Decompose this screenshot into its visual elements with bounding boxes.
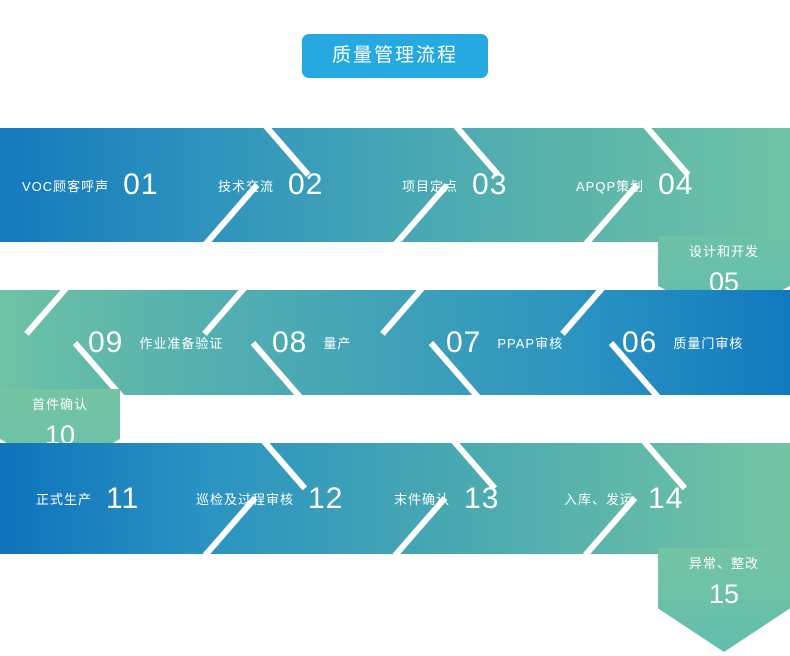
step-label: 设计和开发 xyxy=(688,244,759,259)
step-label: 作业准备验证 xyxy=(139,336,224,351)
process-step-13[interactable]: 末件确认 13 xyxy=(394,443,499,554)
process-step-02[interactable]: 技术交流 02 xyxy=(218,128,323,242)
process-row-2: 06 质量门审核 07 PPAP审核 08 量产 09 作业准备验证 xyxy=(0,290,790,395)
process-step-14[interactable]: 入库、发运 14 xyxy=(564,443,683,554)
title-bar: 质量管理流程 xyxy=(0,34,790,78)
step-label: 项目定点 xyxy=(402,178,459,194)
process-step-09[interactable]: 09 作业准备验证 xyxy=(88,290,223,395)
step-label: 技术交流 xyxy=(218,178,275,194)
process-step-04[interactable]: APQP策划 04 xyxy=(576,128,694,242)
row-2-background xyxy=(0,290,790,395)
step-number: 07 xyxy=(446,325,482,359)
process-step-15[interactable]: 异常、整改 15 xyxy=(658,548,790,652)
step-number: 11 xyxy=(106,481,140,515)
process-step-07[interactable]: 07 PPAP审核 xyxy=(446,290,563,395)
step-label: PPAP审核 xyxy=(497,336,564,351)
step-label: 正式生产 xyxy=(36,492,93,507)
step-label: 巡检及过程审核 xyxy=(196,492,295,507)
process-step-08[interactable]: 08 量产 xyxy=(272,290,351,395)
step-label: 末件确认 xyxy=(394,492,451,507)
step-number: 15 xyxy=(708,579,740,609)
step-label: APQP策划 xyxy=(576,178,645,194)
step-number: 02 xyxy=(288,168,324,201)
step-label: 首件确认 xyxy=(31,397,88,412)
step-label: 入库、发运 xyxy=(564,492,635,507)
process-row-1: VOC顾客呼声 01 技术交流 02 项目定点 03 APQP策划 04 xyxy=(0,128,790,242)
step-number: 01 xyxy=(123,168,159,201)
process-step-11[interactable]: 正式生产 11 xyxy=(36,443,139,554)
process-row-3: 正式生产 11 巡检及过程审核 12 末件确认 13 入库、发运 14 xyxy=(0,443,790,554)
row-1-background xyxy=(0,128,790,242)
step-label: VOC顾客呼声 xyxy=(22,178,110,194)
process-step-03[interactable]: 项目定点 03 xyxy=(402,128,507,242)
step-label: 异常、整改 xyxy=(688,556,759,571)
step-number: 04 xyxy=(658,168,694,201)
step-number: 03 xyxy=(472,168,508,201)
step-number: 12 xyxy=(308,481,344,515)
process-step-12[interactable]: 巡检及过程审核 12 xyxy=(196,443,343,554)
process-step-06[interactable]: 06 质量门审核 xyxy=(622,290,743,395)
step-number: 13 xyxy=(464,481,500,515)
step-label: 质量门审核 xyxy=(673,336,744,351)
step-number: 09 xyxy=(88,325,124,359)
step-number: 14 xyxy=(648,481,684,515)
step-number: 06 xyxy=(622,325,658,359)
page-title: 质量管理流程 xyxy=(301,34,488,78)
process-step-01[interactable]: VOC顾客呼声 01 xyxy=(22,128,159,242)
step-label: 量产 xyxy=(323,336,352,351)
step-number: 08 xyxy=(272,325,308,359)
